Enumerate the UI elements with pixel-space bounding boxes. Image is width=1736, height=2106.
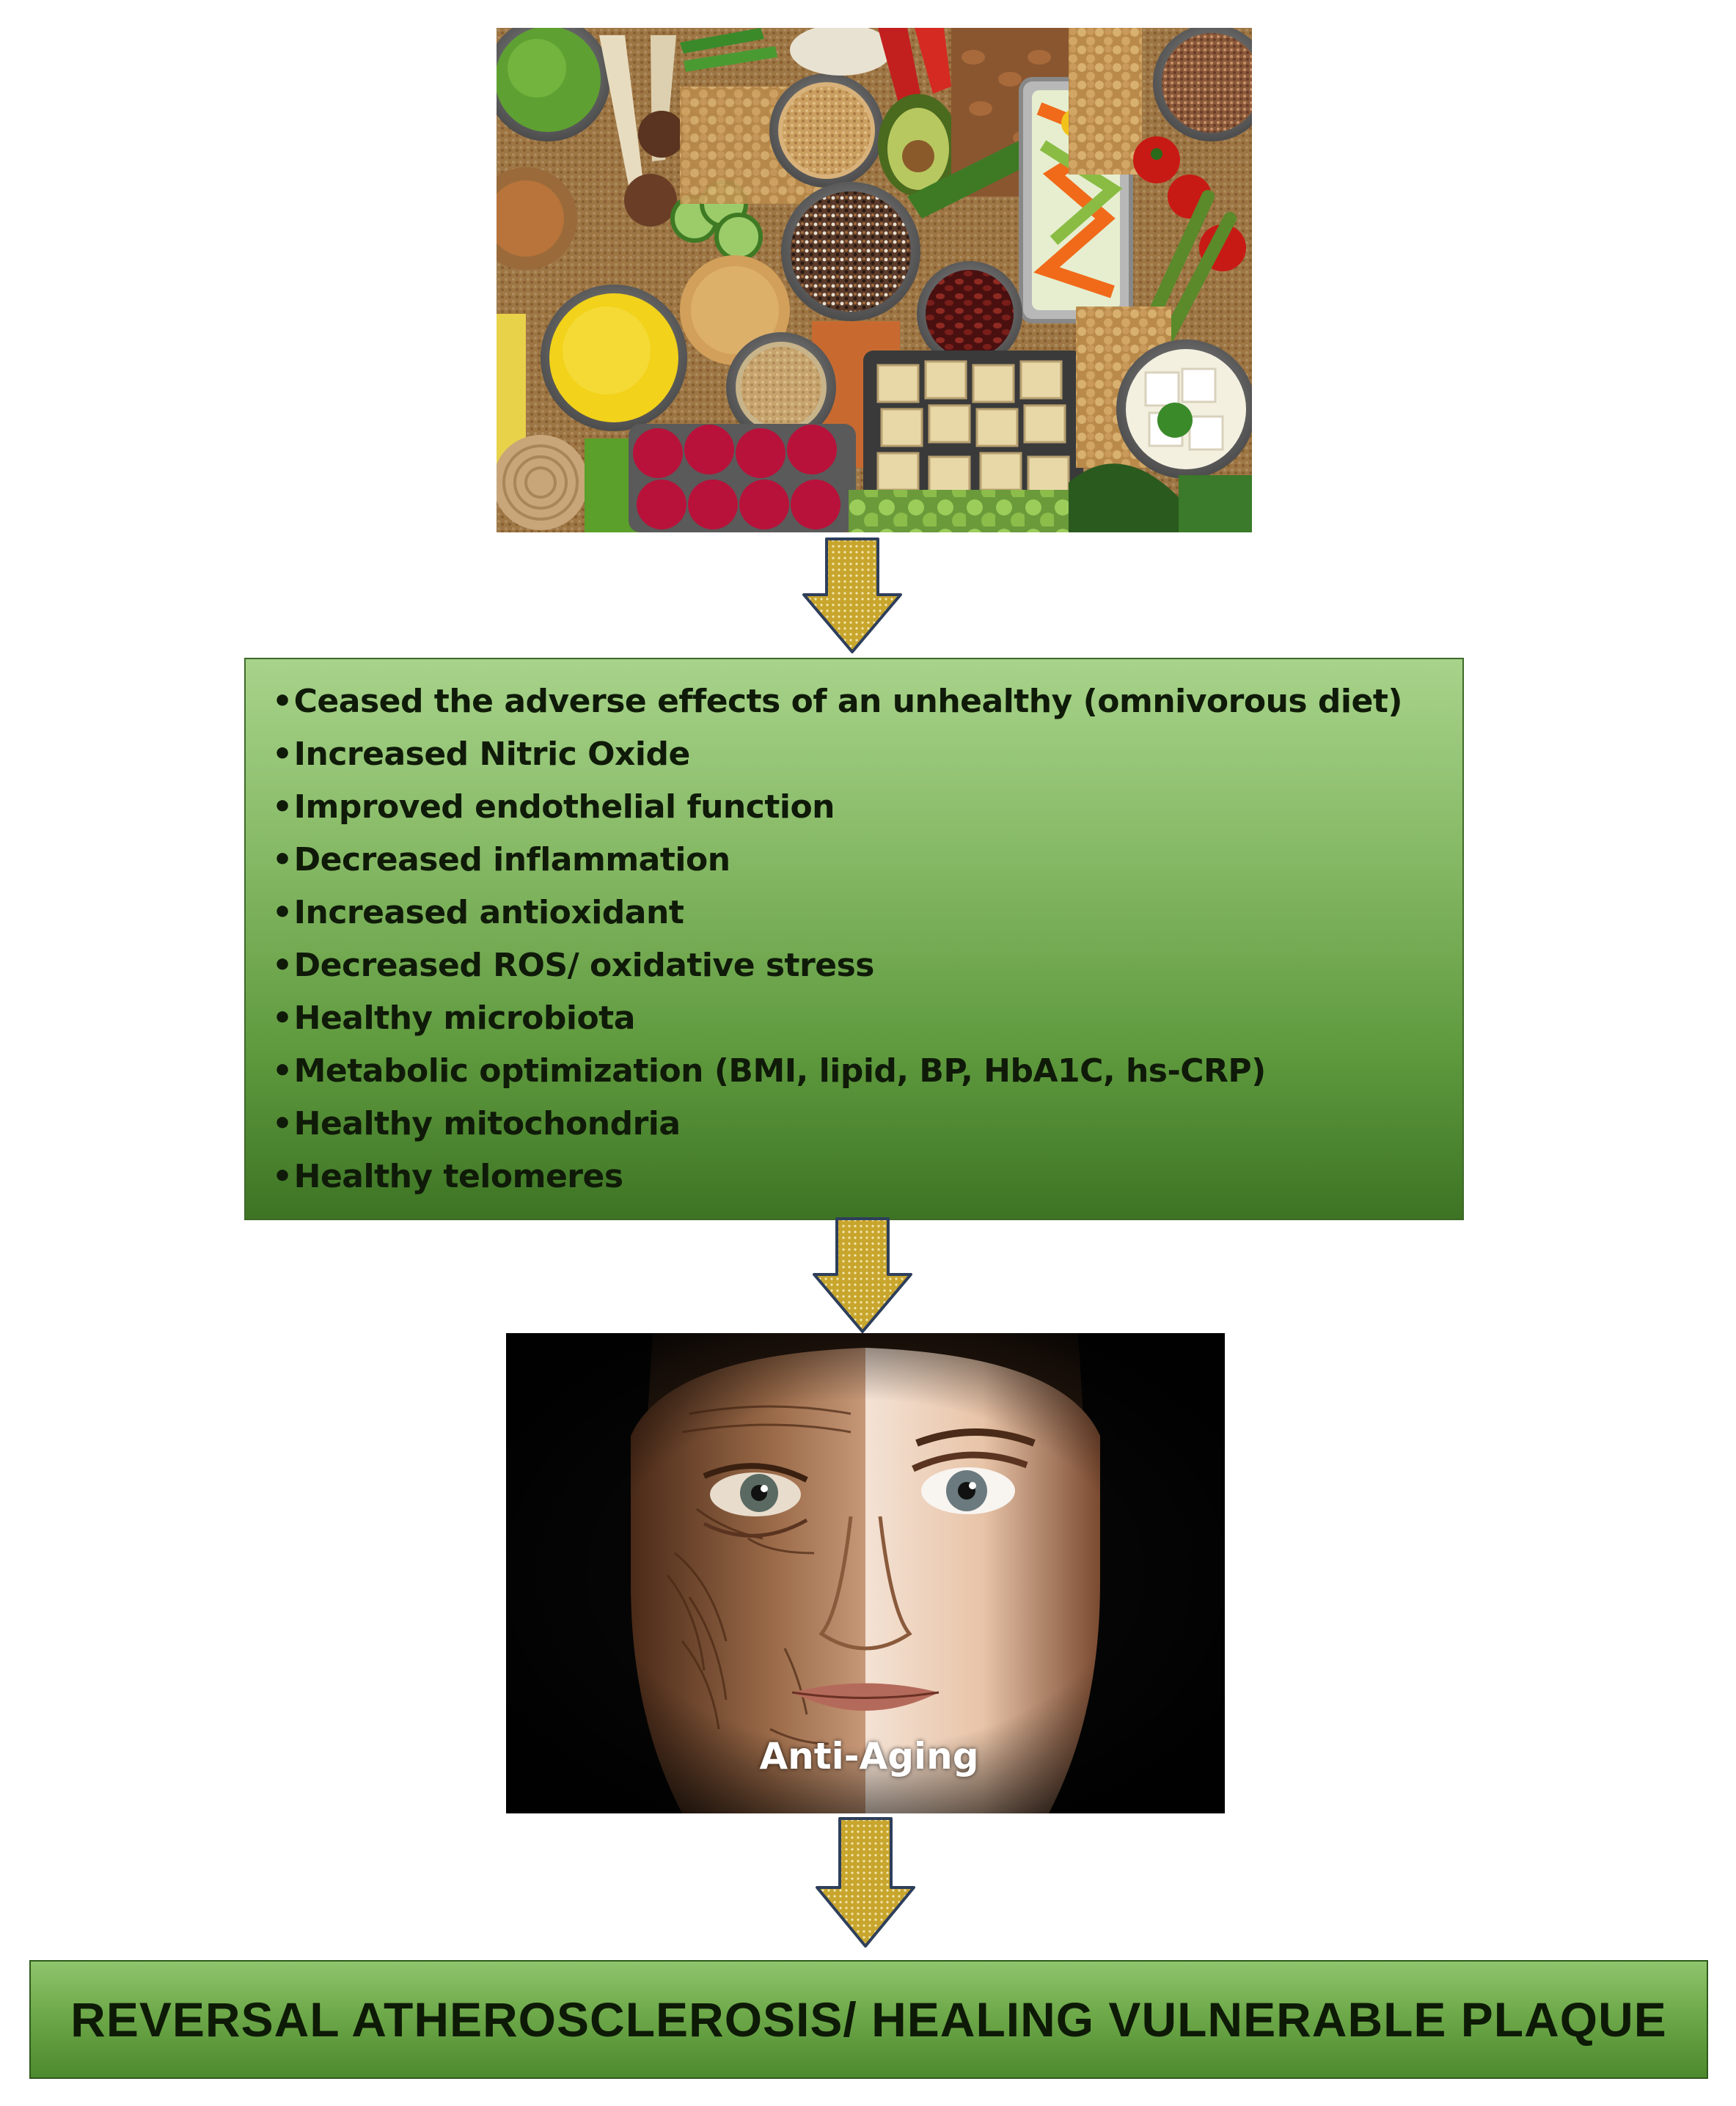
benefit-item: •Healthy telomeres xyxy=(272,1151,1462,1203)
benefit-text: Healthy mitochondria xyxy=(293,1105,681,1142)
conclusion-text: REVERSAL ATHEROSCLEROSIS/ HEALING VULNER… xyxy=(70,1992,1667,2047)
bullet: • xyxy=(272,947,293,984)
benefit-item: •Decreased ROS/ oxidative stress xyxy=(272,939,1462,992)
benefit-text: Decreased ROS/ oxidative stress xyxy=(293,947,875,984)
down-arrow-icon xyxy=(811,1217,914,1335)
down-arrow-icon xyxy=(801,537,904,655)
benefit-text: Improved endothelial function xyxy=(293,788,835,826)
benefit-item: •Increased antioxidant xyxy=(272,887,1462,939)
benefit-item: •Metabolic optimization (BMI, lipid, BP,… xyxy=(272,1045,1462,1098)
bullet: • xyxy=(272,1052,293,1090)
benefits-list: •Ceased the adverse effects of an unheal… xyxy=(272,675,1462,1203)
benefit-item: •Decreased inflammation xyxy=(272,834,1462,887)
benefit-item: •Healthy microbiota xyxy=(272,992,1462,1045)
benefit-item: •Ceased the adverse effects of an unheal… xyxy=(272,675,1462,728)
benefit-text: Increased Nitric Oxide xyxy=(293,735,691,773)
down-arrow-icon xyxy=(814,1817,917,1949)
face-illustration xyxy=(506,1333,1225,1813)
benefit-text: Ceased the adverse effects of an unhealt… xyxy=(293,683,1403,720)
bullet: • xyxy=(272,894,293,931)
benefit-text: Increased antioxidant xyxy=(293,894,684,931)
bullet: • xyxy=(272,1158,293,1195)
benefit-text: Healthy telomeres xyxy=(293,1158,623,1195)
bullet: • xyxy=(272,788,293,826)
benefit-item: •Healthy mitochondria xyxy=(272,1098,1462,1151)
bullet: • xyxy=(272,999,293,1037)
benefit-item: •Improved endothelial function xyxy=(272,781,1462,834)
bullet: • xyxy=(272,1105,293,1142)
benefit-text: Decreased inflammation xyxy=(293,841,730,878)
bullet: • xyxy=(272,841,293,878)
benefit-text: Healthy microbiota xyxy=(293,999,636,1037)
mechanism-benefits-box: •Ceased the adverse effects of an unheal… xyxy=(244,658,1464,1220)
benefit-item: •Increased Nitric Oxide xyxy=(272,728,1462,781)
bullet: • xyxy=(272,683,293,720)
conclusion-box: REVERSAL ATHEROSCLEROSIS/ HEALING VULNER… xyxy=(29,1960,1708,2079)
bullet: • xyxy=(272,735,293,773)
plant-based-food-image xyxy=(497,28,1252,532)
anti-aging-face-image: Anti-Aging xyxy=(506,1333,1225,1813)
benefit-text: Metabolic optimization (BMI, lipid, BP, … xyxy=(293,1052,1267,1090)
food-illustration xyxy=(497,28,1252,532)
anti-aging-caption: Anti-Aging xyxy=(759,1735,979,1777)
